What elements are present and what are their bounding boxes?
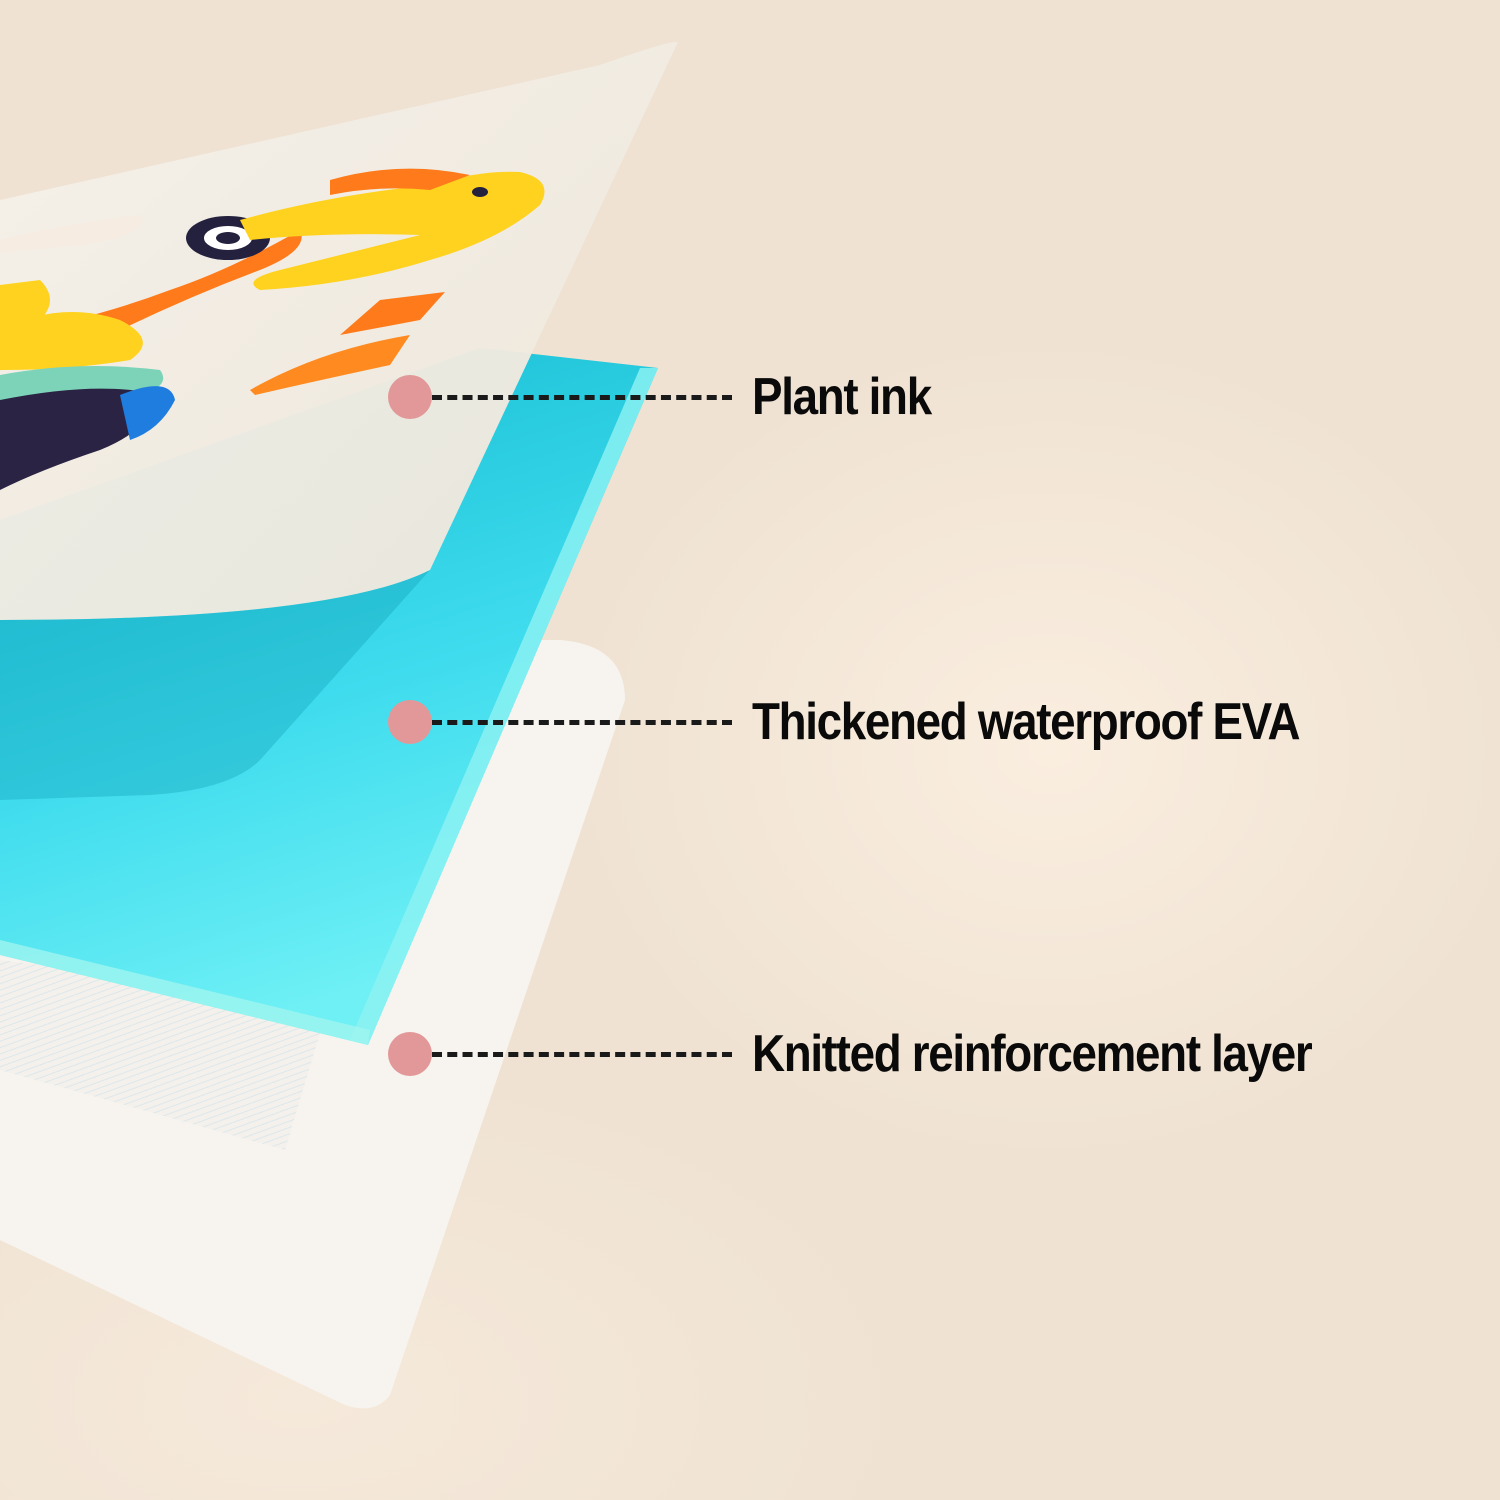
callout-plant-ink: Plant ink xyxy=(388,368,955,426)
dashed-leader-line xyxy=(432,394,732,400)
callout-marker-dot xyxy=(388,375,432,419)
callout-label: Thickened waterproof EVA xyxy=(752,693,1301,751)
dashed-leader-line xyxy=(432,719,732,725)
callout-eva: Thickened waterproof EVA xyxy=(388,693,1374,751)
callout-marker-dot xyxy=(388,1032,432,1076)
callout-label: Plant ink xyxy=(752,368,932,426)
dashed-leader-line xyxy=(432,1051,732,1057)
printed-artwork xyxy=(0,168,545,490)
callout-label: Knitted reinforcement layer xyxy=(752,1025,1313,1083)
callout-knitted-layer: Knitted reinforcement layer xyxy=(388,1025,1388,1083)
callout-marker-dot xyxy=(388,700,432,744)
